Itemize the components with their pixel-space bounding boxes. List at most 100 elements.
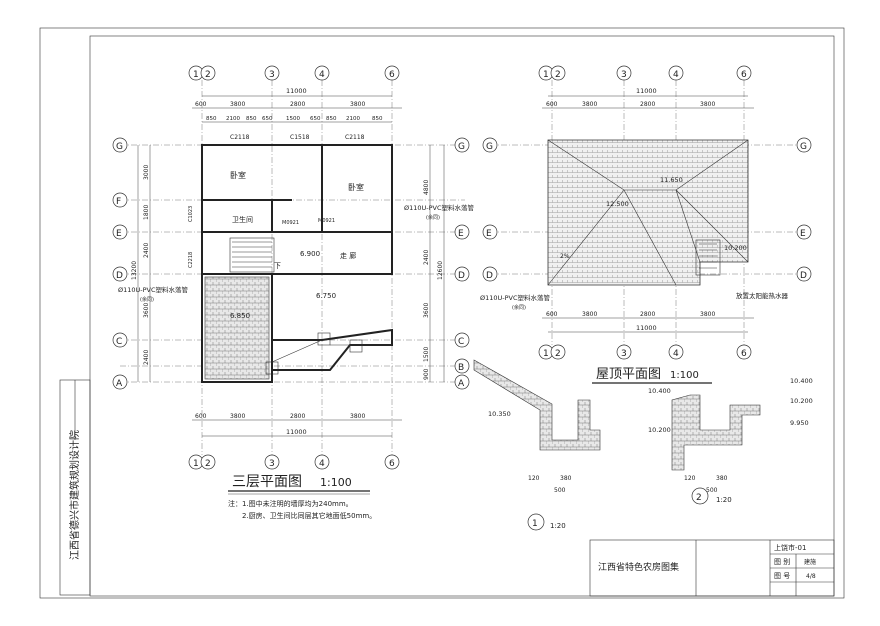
axis-left-E: E [116, 229, 122, 239]
dim-right-total: 12600 [437, 261, 444, 280]
roof-plan: 11.650 10.200 12.500 2% 放置太阳能热水器 Ø110U-P… [480, 65, 812, 384]
axis-left-F: F [116, 197, 121, 207]
roof-axis-top-3: 3 [621, 70, 627, 80]
dim3-1: 2100 [226, 116, 240, 122]
org-name: 江西省德兴市建筑规划设计院 [68, 430, 81, 560]
type-label: 图 别 [774, 557, 790, 566]
roof-elev-11650: 11.650 [660, 176, 683, 184]
roof-axis-right-D: D [800, 271, 807, 281]
roof-dim-top-3800a: 3800 [582, 101, 597, 108]
pipe-sub-upper: (余同) [426, 214, 440, 221]
axis-right-E: E [458, 229, 464, 239]
axis-right-B: B [458, 363, 464, 373]
axis-top-1: 1 [193, 70, 199, 80]
d1-dim-120: 120 [528, 475, 540, 482]
d1-scale: 1:20 [550, 522, 566, 530]
axis-left-A: A [116, 379, 123, 389]
roof-axis-left-E: E [486, 229, 492, 239]
dim-right-3600: 3600 [423, 303, 430, 318]
roof-axis-bot-2: 2 [555, 349, 561, 359]
axis-bot-6: 6 [389, 459, 395, 469]
notes-label: 注： [228, 499, 242, 508]
d2-dim-120: 120 [684, 475, 696, 482]
roof-axis-right-G: G [800, 142, 807, 152]
axis-top-4: 4 [319, 70, 325, 80]
dim-total-bottom: 11000 [286, 428, 307, 436]
dim-left-2400b: 2400 [143, 350, 150, 365]
roof-dim-bot-total: 11000 [636, 324, 657, 332]
dim3-2: 850 [246, 116, 257, 122]
roof-dim-bot-3800a: 3800 [582, 311, 597, 318]
inner-border [89, 35, 835, 597]
stair-down: 下 [274, 262, 281, 270]
axis-right-D: D [458, 271, 465, 281]
roof-dim-top-3800b: 3800 [700, 101, 715, 108]
axis-top-2: 2 [205, 70, 211, 80]
floor-plan: 卧室 卧室 卫生间 走 廊 下 C2118 C1518 C2118 M0921 … [112, 65, 475, 520]
door-c1518: C1518 [290, 134, 310, 141]
roof-axis-left-G: G [486, 142, 493, 152]
elev-6900: 6.900 [300, 250, 320, 258]
axis-right-A: A [458, 379, 465, 389]
roof-dim-top-600: 600 [546, 101, 558, 108]
dim-top-600: 600 [195, 101, 207, 108]
title-block: 江西省特色农房图集 上饶市-01 图 别 建施 图 号 4/8 [589, 539, 835, 597]
axis-top-3: 3 [269, 70, 275, 80]
number-label: 图 号 [774, 572, 790, 580]
d1-label: 1 [532, 519, 538, 529]
roof-slope: 2% [560, 253, 570, 260]
floor-plan-title: 三层平面图 [232, 474, 302, 490]
sheet-name: 上饶市-01 [774, 543, 806, 552]
outer-border [39, 27, 845, 599]
dim3-6: 850 [326, 116, 337, 122]
roof-axis-top-4: 4 [673, 70, 679, 80]
dim-left-total: 13200 [131, 261, 138, 280]
roof-axis-bot-4: 4 [673, 349, 679, 359]
project-name: 江西省特色农房图集 [598, 561, 679, 573]
dim-right-2400: 2400 [423, 250, 430, 265]
notes-line-1: 1.图中未注明的墙厚均为240mm。 [242, 499, 353, 508]
door-c2118-right: C2118 [345, 134, 365, 141]
roof-axis-right-E: E [800, 229, 806, 239]
d2-level-10200: 10.200 [648, 426, 671, 434]
room-bedroom-1: 卧室 [230, 170, 246, 180]
dim-right-900: 900 [423, 368, 430, 380]
dim3-7: 2100 [346, 116, 360, 122]
roof-axis-left-D: D [486, 271, 493, 281]
dim3-5: 650 [310, 116, 321, 122]
axis-bot-1: 1 [193, 459, 199, 469]
dim-right-4800: 4800 [423, 180, 430, 195]
number-value: 4/8 [806, 573, 816, 580]
axis-left-D: D [116, 271, 123, 281]
detail-2: 10.400 10.200 10.400 10.200 9.950 120 38… [648, 377, 813, 505]
room-bath: 卫生间 [232, 215, 253, 224]
roof-axis-bot-1: 1 [543, 349, 549, 359]
dim3-3: 650 [262, 116, 273, 122]
axis-bot-3: 3 [269, 459, 275, 469]
d2-scale: 1:20 [716, 496, 732, 504]
elev-6750: 6.750 [316, 292, 336, 300]
dim-top-2800: 2800 [290, 101, 305, 108]
d2-level-10400-right: 10.400 [790, 377, 813, 385]
axis-top-6: 6 [389, 70, 395, 80]
roof-axis-bot-6: 6 [741, 349, 747, 359]
roof-plan-title: 屋顶平面图 [596, 367, 661, 382]
dim-left-3000: 3000 [143, 165, 150, 180]
d2-level-10200-right: 10.200 [790, 397, 813, 405]
door-m0921-a: M0921 [282, 220, 299, 226]
roof-heater-note: 放置太阳能热水器 [736, 291, 789, 300]
roof-pipe-sub: (余同) [512, 304, 526, 311]
roof-dim-bot-2800: 2800 [640, 311, 655, 318]
roof-elev-12500: 12.500 [606, 200, 629, 208]
window-c1023: C1023 [188, 206, 194, 222]
dim-left-1800: 1800 [143, 205, 150, 220]
axis-left-C: C [116, 337, 122, 347]
axis-right-C: C [458, 337, 464, 347]
dim-left-2400: 2400 [143, 243, 150, 258]
axis-left-G: G [116, 142, 123, 152]
roof-axis-top-6: 6 [741, 70, 747, 80]
roof-dim-bot-600: 600 [546, 311, 558, 318]
axis-right-G: G [458, 142, 465, 152]
dim3-0: 850 [206, 116, 217, 122]
